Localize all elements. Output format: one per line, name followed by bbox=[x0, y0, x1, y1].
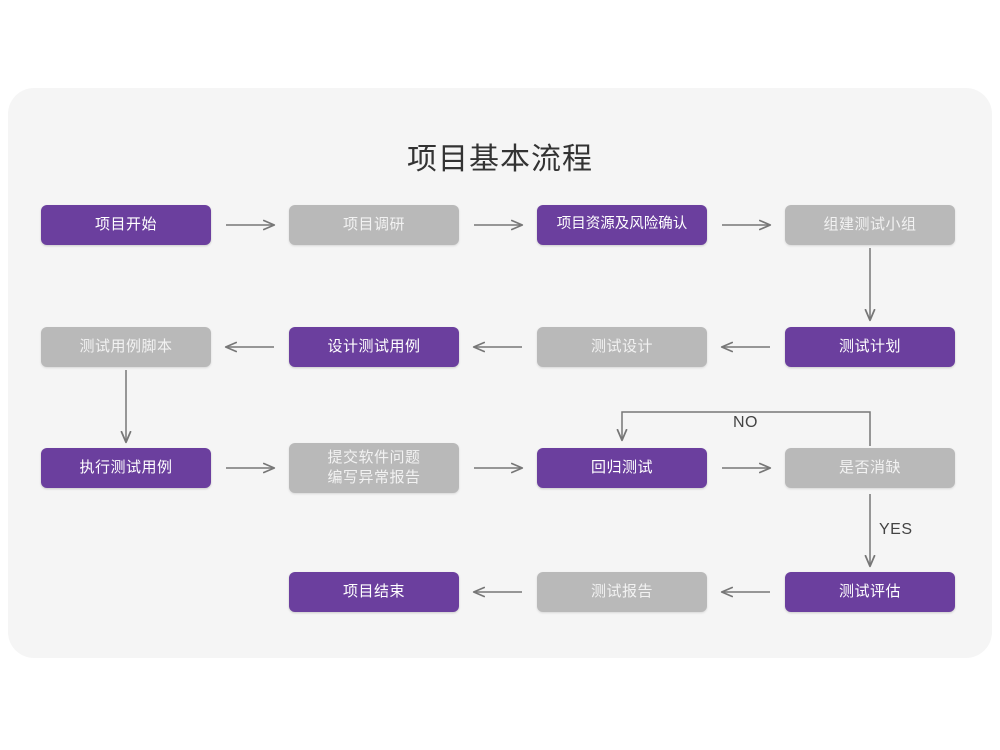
node-test-case-script[interactable]: 测试用例脚本 bbox=[41, 327, 211, 367]
edge-label-yes: YES bbox=[879, 521, 913, 538]
node-design-test-case[interactable]: 设计测试用例 bbox=[289, 327, 459, 367]
node-build-test-team[interactable]: 组建测试小组 bbox=[785, 205, 955, 245]
node-resource-risk-confirm[interactable]: 项目资源及风险确认 bbox=[537, 205, 707, 245]
flowchart-panel bbox=[8, 88, 992, 658]
node-is-defect-cleared[interactable]: 是否消缺 bbox=[785, 448, 955, 488]
node-execute-test-case[interactable]: 执行测试用例 bbox=[41, 448, 211, 488]
node-test-report[interactable]: 测试报告 bbox=[537, 572, 707, 612]
node-project-start[interactable]: 项目开始 bbox=[41, 205, 211, 245]
node-test-design[interactable]: 测试设计 bbox=[537, 327, 707, 367]
node-submit-defect-report[interactable]: 提交软件问题 编写异常报告 bbox=[289, 443, 459, 493]
node-test-plan[interactable]: 测试计划 bbox=[785, 327, 955, 367]
node-project-research[interactable]: 项目调研 bbox=[289, 205, 459, 245]
edge-label-no: NO bbox=[733, 414, 758, 431]
page-title: 项目基本流程 bbox=[407, 143, 593, 176]
node-project-end[interactable]: 项目结束 bbox=[289, 572, 459, 612]
node-regression-test[interactable]: 回归测试 bbox=[537, 448, 707, 488]
node-test-evaluation[interactable]: 测试评估 bbox=[785, 572, 955, 612]
